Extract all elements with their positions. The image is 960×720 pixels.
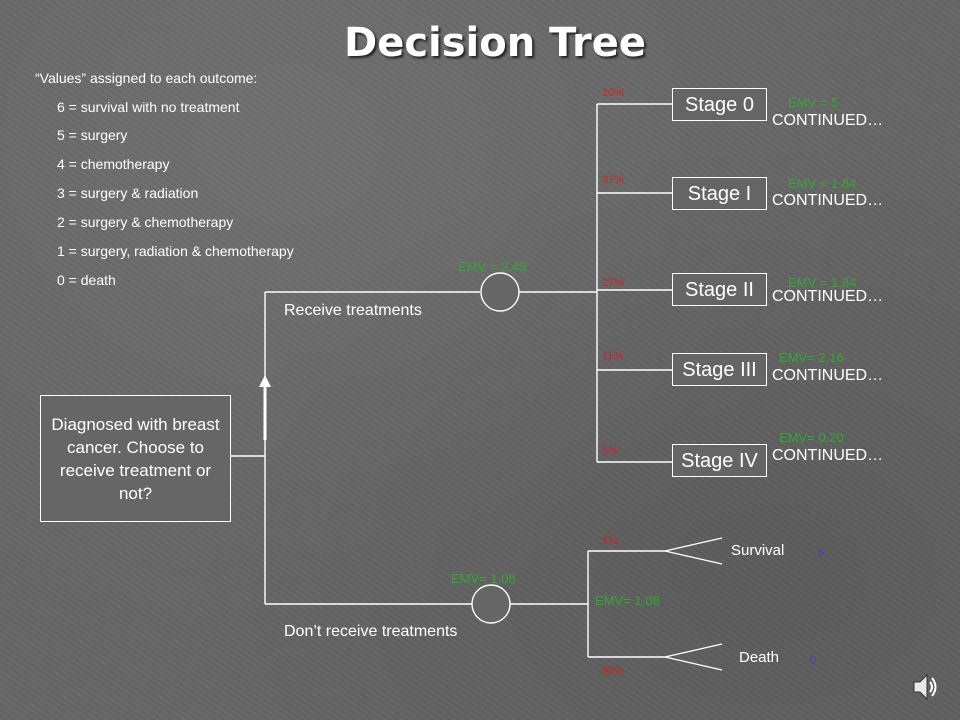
speaker-icon[interactable] <box>912 672 938 702</box>
stage-0-label: Stage 0 <box>685 94 754 116</box>
stage-3-percent: 11% <box>602 350 624 362</box>
legend-title: “Values” assigned to each outcome: <box>35 70 258 86</box>
legend-item: 3 = surgery & radiation <box>57 185 199 201</box>
legend-item: 1 = surgery, radiation & chemotherapy <box>57 243 294 259</box>
stage-1-emv: EMV = 1.84 <box>788 176 857 191</box>
survival-percent: 1% <box>602 535 618 547</box>
stage-4-percent: 5% <box>602 445 618 457</box>
stage-2-percent: 27% <box>602 277 625 289</box>
death-percent: 99% <box>602 665 625 677</box>
death-outcome-value: 0 <box>810 654 817 666</box>
stage-4-label: Stage IV <box>681 450 758 472</box>
root-decision-label: Diagnosed with breast cancer. Choose to … <box>51 414 220 503</box>
legend-item: 0 = death <box>57 272 116 288</box>
stage-1-continued: CONTINUED… <box>772 192 884 209</box>
stage-3-continued: CONTINUED… <box>772 367 884 384</box>
stage-1-box: Stage I <box>672 177 767 210</box>
legend-item: 5 = surgery <box>57 127 128 143</box>
receive-treatments-label: Receive treatments <box>284 302 422 319</box>
stage-1-percent: 37% <box>602 174 625 186</box>
stage-0-percent: 20% <box>602 87 625 99</box>
page-title: Decision Tree <box>343 20 647 66</box>
stage-2-emv: EMV = 1.84 <box>788 275 857 290</box>
stage-2-continued: CONTINUED… <box>772 288 884 305</box>
legend-item: 2 = surgery & chemotherapy <box>57 214 234 230</box>
stage-1-label: Stage I <box>687 183 752 205</box>
legend-item: 6 = survival with no treatment <box>57 99 240 115</box>
dont-receive-treatments-label: Don’t receive treatments <box>284 623 458 640</box>
stage-4-emv: EMV= 0.20 <box>779 430 844 445</box>
stage-2-label: Stage II <box>685 279 754 301</box>
stage-4-box: Stage IV <box>672 444 767 477</box>
root-decision-box: Diagnosed with breast cancer. Choose to … <box>40 395 231 522</box>
survival-outcome-label: Survival <box>731 542 785 559</box>
death-outcome-label: Death <box>739 649 780 666</box>
stage-3-box: Stage III <box>672 353 767 386</box>
stage-0-emv: EMV = 5 <box>788 95 839 110</box>
stage-3-emv: EMV= 2.16 <box>779 350 844 365</box>
stage-0-box: Stage 0 <box>672 88 767 121</box>
legend-item: 4 = chemotherapy <box>57 156 170 172</box>
stage-3-label: Stage III <box>682 359 757 381</box>
stage-4-continued: CONTINUED… <box>772 447 884 464</box>
stage-2-box: Stage II <box>672 273 767 306</box>
up-arrow-icon <box>259 375 271 440</box>
notreat-node-emv: EMV= 1.08 <box>451 571 516 586</box>
survival-outcome-value: 6 <box>818 547 825 559</box>
stage-0-continued: CONTINUED… <box>772 112 884 129</box>
treat-node-emv: EMV = 2.43 <box>458 259 527 274</box>
notreat-branch-emv: EMV= 1.08 <box>595 593 660 608</box>
